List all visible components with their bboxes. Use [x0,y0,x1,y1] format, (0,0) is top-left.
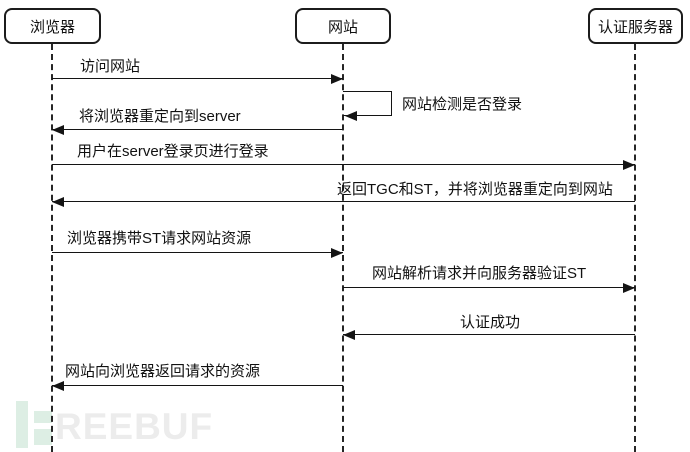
arrowhead-right-icon [623,283,635,293]
message-label: 认证成功 [460,314,521,331]
actor-label-browser: 浏览器 [29,18,75,36]
arrowhead-left-icon [345,111,357,121]
message-line [343,287,635,288]
message-label: 网站解析请求并向服务器验证ST [372,265,587,282]
actor-box-auth-server: 认证服务器 [588,8,683,44]
message-line [52,201,635,202]
message-line [52,164,635,165]
arrowhead-left-icon [52,197,64,207]
actor-label-auth-server: 认证服务器 [597,18,673,36]
message-line [52,252,343,253]
message-label: 用户在server登录页进行登录 [77,143,269,160]
freebuf-logo-f-bottom [34,429,52,445]
message-line [52,129,343,130]
freebuf-logo-f-top [34,411,52,423]
message-line [52,78,343,79]
message-line [52,385,343,386]
actor-box-website: 网站 [295,8,391,44]
actor-label-website: 网站 [327,18,358,36]
arrowhead-left-icon [52,381,64,391]
message-label: 网站检测是否登录 [402,96,523,113]
lifeline-website [342,44,344,452]
arrowhead-left-icon [343,330,355,340]
freebuf-watermark-text: REEBUF [55,406,214,447]
actor-box-browser: 浏览器 [4,8,101,44]
arrowhead-right-icon [331,248,343,258]
lifeline-auth-server [634,44,636,452]
arrowhead-right-icon [331,74,343,84]
message-line [343,334,635,335]
lifeline-browser [51,44,53,452]
message-label: 浏览器携带ST请求网站资源 [67,230,252,247]
arrowhead-right-icon [623,160,635,170]
freebuf-logo-bar [16,401,28,448]
arrowhead-left-icon [52,125,64,135]
message-label: 网站向浏览器返回请求的资源 [65,363,261,380]
message-label: 将浏览器重定向到server [79,108,241,125]
self-message-loop [343,91,392,116]
message-label: 返回TGC和ST，并将浏览器重定向到网站 [337,181,613,198]
message-label: 访问网站 [80,58,141,75]
